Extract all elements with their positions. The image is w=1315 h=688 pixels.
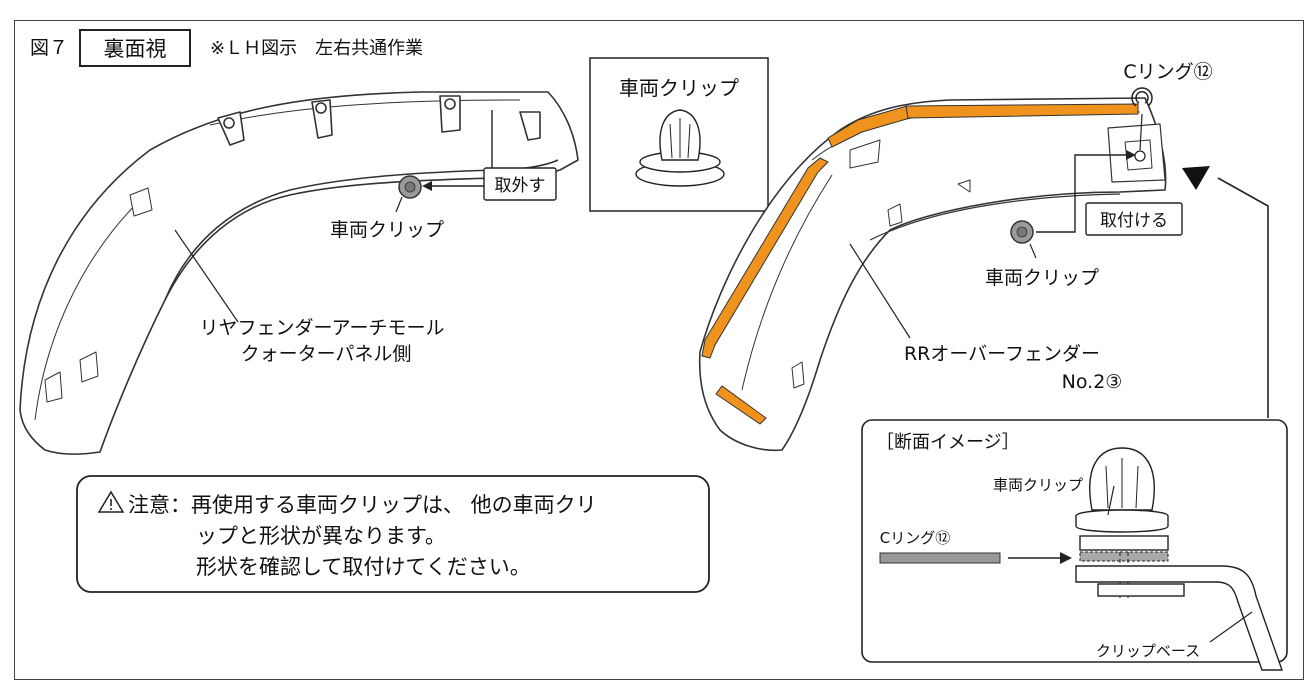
- caution-line1: 注意：再使用する車両クリップは、 他の車両クリ: [128, 493, 597, 517]
- section-clip-label: 車両クリップ: [993, 476, 1083, 494]
- right-clip-leader: [1029, 243, 1037, 259]
- left-clip-label: 車両クリップ: [330, 219, 444, 241]
- view-label-box: [79, 29, 191, 67]
- section-pointer-head: [1182, 166, 1210, 190]
- vehicle-clip-removed: [398, 175, 422, 199]
- left-part-name-line2: クォーターパネル側: [241, 343, 412, 365]
- caution-box: [76, 475, 710, 593]
- figure-frame: [14, 20, 1304, 680]
- section-view-title: ［断面イメージ］: [876, 432, 1020, 453]
- remove-label: 取外す: [495, 176, 546, 196]
- c-ring-label: Cリング⑫: [1123, 61, 1212, 83]
- left-fender-molding: [19, 91, 579, 455]
- section-c-ring-sample: [879, 552, 1001, 564]
- c-ring-part: [1131, 87, 1153, 107]
- right-part-name-line2: No.2③: [1062, 371, 1123, 393]
- section-view-box: [861, 419, 1288, 663]
- section-base-label: クリップベース: [1096, 642, 1200, 660]
- install-label: 取付ける: [1100, 211, 1168, 231]
- install-arrow-head: [1126, 150, 1136, 160]
- figure-number: 図７: [30, 37, 68, 59]
- install-label-box: [1085, 202, 1183, 236]
- right-part-name-line1: RRオーバーフェンダー: [904, 343, 1100, 365]
- section-base-leader: [1209, 611, 1253, 643]
- warning-icon: [97, 490, 125, 513]
- remove-arrow-head: [422, 181, 432, 191]
- section-ring-label: Cリング⑫: [880, 529, 950, 547]
- section-pointer-line: [1217, 177, 1269, 418]
- section-clip-base: [1075, 565, 1283, 671]
- left-clip-leader: [395, 196, 403, 213]
- section-ring-arrow-head: [1060, 552, 1072, 564]
- clip-detail-title: 車両クリップ: [619, 76, 739, 100]
- right-clip-label: 車両クリップ: [985, 267, 1099, 289]
- vehicle-clip-illustration: [635, 109, 725, 187]
- remove-label-box: [483, 167, 557, 201]
- left-part-leader: [174, 229, 239, 323]
- section-c-ring: [1079, 551, 1169, 562]
- section-clip-illustration: [1075, 447, 1169, 551]
- right-part-leader: [849, 243, 911, 339]
- section-clip-leader: [1107, 485, 1115, 516]
- install-arrow-line: [1036, 154, 1130, 233]
- adhesive-tape-strips: [701, 103, 1139, 425]
- header-note: ※ＬＨ図示 左右共通作業: [210, 38, 423, 59]
- vehicle-clip-install: [1010, 220, 1034, 244]
- caution-line3: 形状を確認して取付けてください。: [196, 555, 531, 579]
- left-part-name-line1: リヤフェンダーアーチモール: [199, 317, 444, 339]
- clip-hole: [1134, 150, 1146, 162]
- view-label: 裏面視: [104, 37, 167, 61]
- c-ring-leader: [1139, 113, 1143, 151]
- caution-line2: ップと形状が異なります。: [196, 524, 446, 548]
